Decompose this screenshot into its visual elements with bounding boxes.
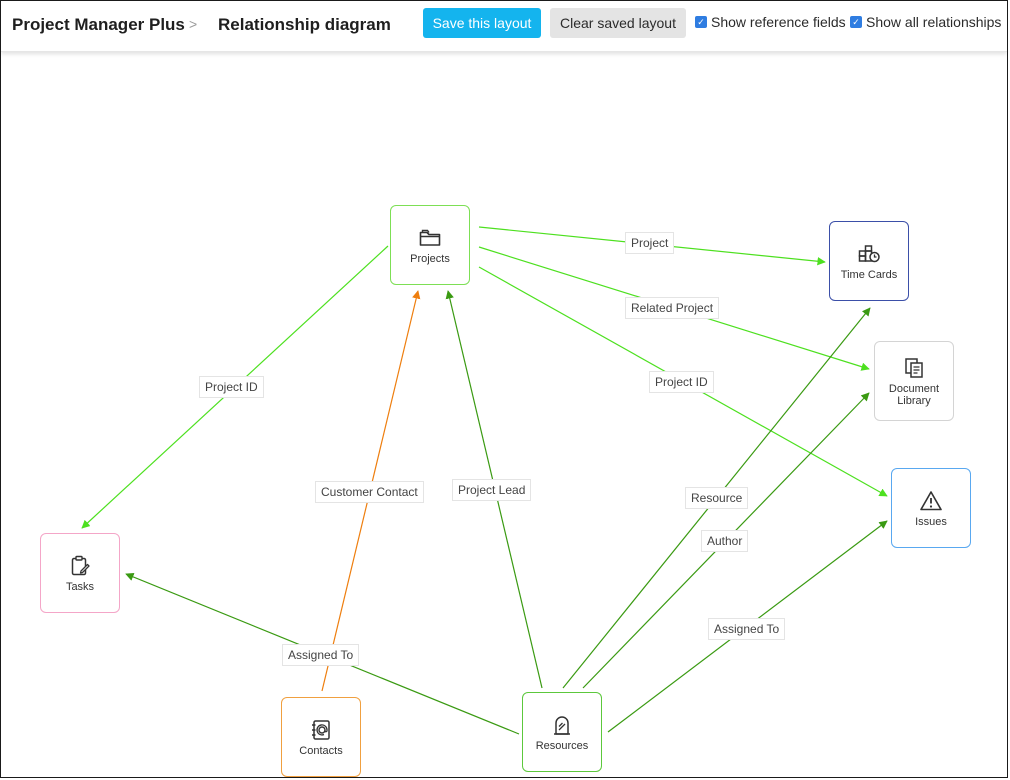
clear-layout-button[interactable]: Clear saved layout: [550, 8, 686, 38]
resource-icon: [554, 715, 570, 735]
node-contacts-label: Contacts: [299, 744, 343, 757]
node-contacts[interactable]: Contacts: [281, 697, 361, 777]
node-issues-label: Issues: [915, 515, 947, 528]
edge-label-project-id-issues: Project ID: [649, 371, 714, 393]
app-title-link[interactable]: Project Manager Plus: [12, 15, 185, 34]
show-reference-fields-label: Show reference fields: [711, 14, 846, 30]
folder-icon: [419, 229, 441, 246]
breadcrumb-separator-icon: >: [189, 16, 198, 32]
clipboard-icon: [71, 555, 90, 575]
node-tasks-label: Tasks: [65, 580, 95, 593]
address-book-icon: [312, 719, 330, 740]
node-issues[interactable]: Issues: [891, 468, 971, 548]
edge-label-project: Project: [625, 232, 675, 254]
edge-label-project-lead: Project Lead: [452, 479, 532, 501]
node-tasks[interactable]: Tasks: [40, 533, 120, 613]
show-all-relationships-toggle[interactable]: ✓ Show all relationships: [850, 14, 1001, 30]
node-time-cards-label: Time Cards: [840, 268, 898, 281]
edge-label-assigned-to-tasks: Assigned To: [282, 644, 360, 666]
timecard-icon: [858, 244, 880, 262]
node-document-library[interactable]: Document Library: [874, 341, 954, 421]
node-document-library-label: Document Library: [888, 382, 940, 407]
show-reference-fields-toggle[interactable]: ✓ Show reference fields: [695, 14, 846, 30]
checkbox-checked-icon[interactable]: ✓: [695, 16, 707, 28]
page-title: Relationship diagram: [218, 15, 391, 34]
edge-label-assigned-to-issues: Assigned To: [708, 618, 786, 640]
node-projects[interactable]: Projects: [390, 205, 470, 285]
node-time-cards[interactable]: Time Cards: [829, 221, 909, 301]
save-layout-button[interactable]: Save this layout: [423, 8, 541, 38]
node-resources[interactable]: Resources: [522, 692, 602, 772]
show-all-relationships-label: Show all relationships: [866, 14, 1002, 30]
edge-label-related-project: Related Project: [625, 297, 720, 319]
warning-icon: [920, 490, 942, 510]
edge-label-project-id-tasks: Project ID: [199, 376, 264, 398]
edge-label-customer-contact: Customer Contact: [315, 481, 424, 503]
edge-label-resource: Resource: [685, 487, 749, 509]
edge-label-author: Author: [701, 530, 749, 552]
document-icon: [905, 357, 923, 378]
checkbox-checked-icon[interactable]: ✓: [850, 16, 862, 28]
top-bar: Project Manager Plus > Relationship diag…: [1, 1, 1007, 52]
node-projects-label: Projects: [410, 252, 450, 265]
node-resources-label: Resources: [535, 739, 589, 752]
